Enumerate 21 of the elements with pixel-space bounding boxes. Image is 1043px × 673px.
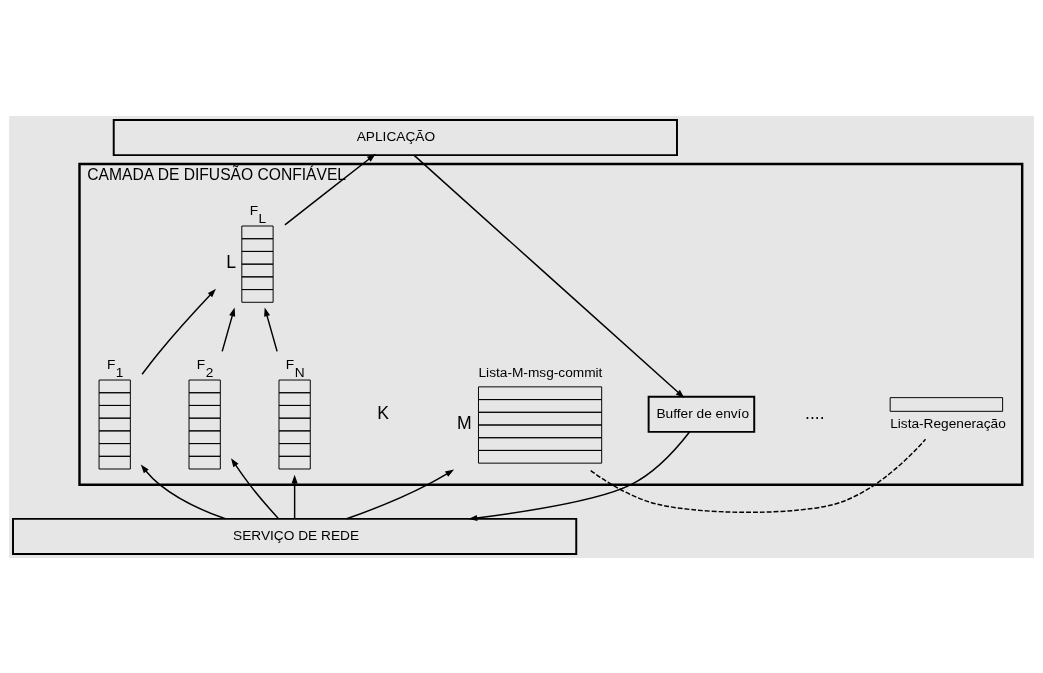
node-label: M [456,412,472,433]
arrow [221,307,236,352]
node-box: Buffer de envío [647,395,756,433]
arrow [284,153,376,226]
arrow [141,288,216,375]
node-label: Lista-M-msg-commit [478,364,603,380]
arrow [413,154,685,398]
arrow [140,463,227,519]
arrow [468,430,691,521]
arrow [345,468,455,520]
label: .... [805,402,825,423]
node-label: Lista-Regeneração [890,415,1006,431]
node-box: APLICAÇÃO [112,118,678,156]
arrow [231,457,280,519]
node-box [889,396,1004,412]
connector [590,438,927,513]
arrow [264,307,278,352]
label: K [377,402,390,423]
node-box: SERVIÇO DE REDE [12,517,578,555]
arrow [291,474,298,520]
node-label: L [226,251,236,272]
